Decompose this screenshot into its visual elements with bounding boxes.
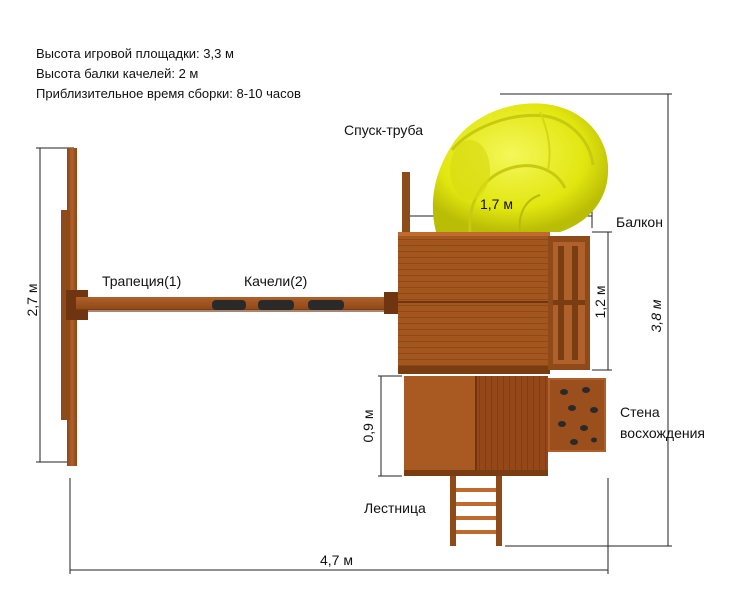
dim-balcony-depth: 1,2 м	[592, 285, 608, 319]
swing-seat-1	[212, 300, 246, 310]
climbing-holds	[558, 387, 598, 445]
tower-lower-deck	[398, 303, 550, 371]
spec-platform-height: Высота игровой площадки: 3,3 м	[36, 46, 234, 61]
label-swings: Качели(2)	[244, 273, 308, 289]
lower-wall-right	[476, 376, 548, 476]
spec-swing-beam-height: Высота балки качелей: 2 м	[36, 66, 199, 81]
tube-slide	[432, 103, 609, 233]
ladder	[450, 476, 502, 546]
label-climbing-wall-2: восхождения	[620, 425, 705, 441]
lower-section	[404, 376, 606, 546]
swing-frame	[61, 148, 402, 466]
label-ladder: Лестница	[364, 500, 426, 516]
label-trapeze: Трапеция(1)	[102, 273, 182, 289]
swing-seat-2	[258, 300, 294, 310]
tower-flag-post	[402, 172, 410, 234]
lower-wall-left	[404, 376, 476, 476]
spec-assembly-time: Приблизительное время сборки: 8-10 часов	[36, 86, 301, 101]
tower	[398, 232, 590, 374]
swing-a-frame-front	[61, 210, 70, 420]
dimension-lines	[36, 93, 672, 574]
specifications: Высота игровой площадки: 3,3 м Высота ба…	[36, 44, 301, 104]
tube-slide-entrance	[450, 140, 490, 200]
swing-seat-3	[308, 300, 344, 310]
tower-upper-deck	[398, 232, 550, 302]
label-tube-slide: Спуск-труба	[344, 122, 424, 138]
beam-tower-bracket	[384, 292, 402, 314]
dim-lower-section: 0,9 м	[360, 409, 376, 443]
tube-slide-body	[432, 103, 609, 232]
dim-slide-width: 1,7 м	[480, 196, 513, 212]
label-climbing-wall-1: Стена	[620, 404, 660, 420]
label-balcony: Балкон	[616, 214, 663, 230]
dim-total-width: 4,7 м	[320, 552, 353, 568]
dim-total-height: 3,8 м	[648, 299, 664, 333]
dim-swing-frame-height: 2,7 м	[24, 283, 40, 317]
